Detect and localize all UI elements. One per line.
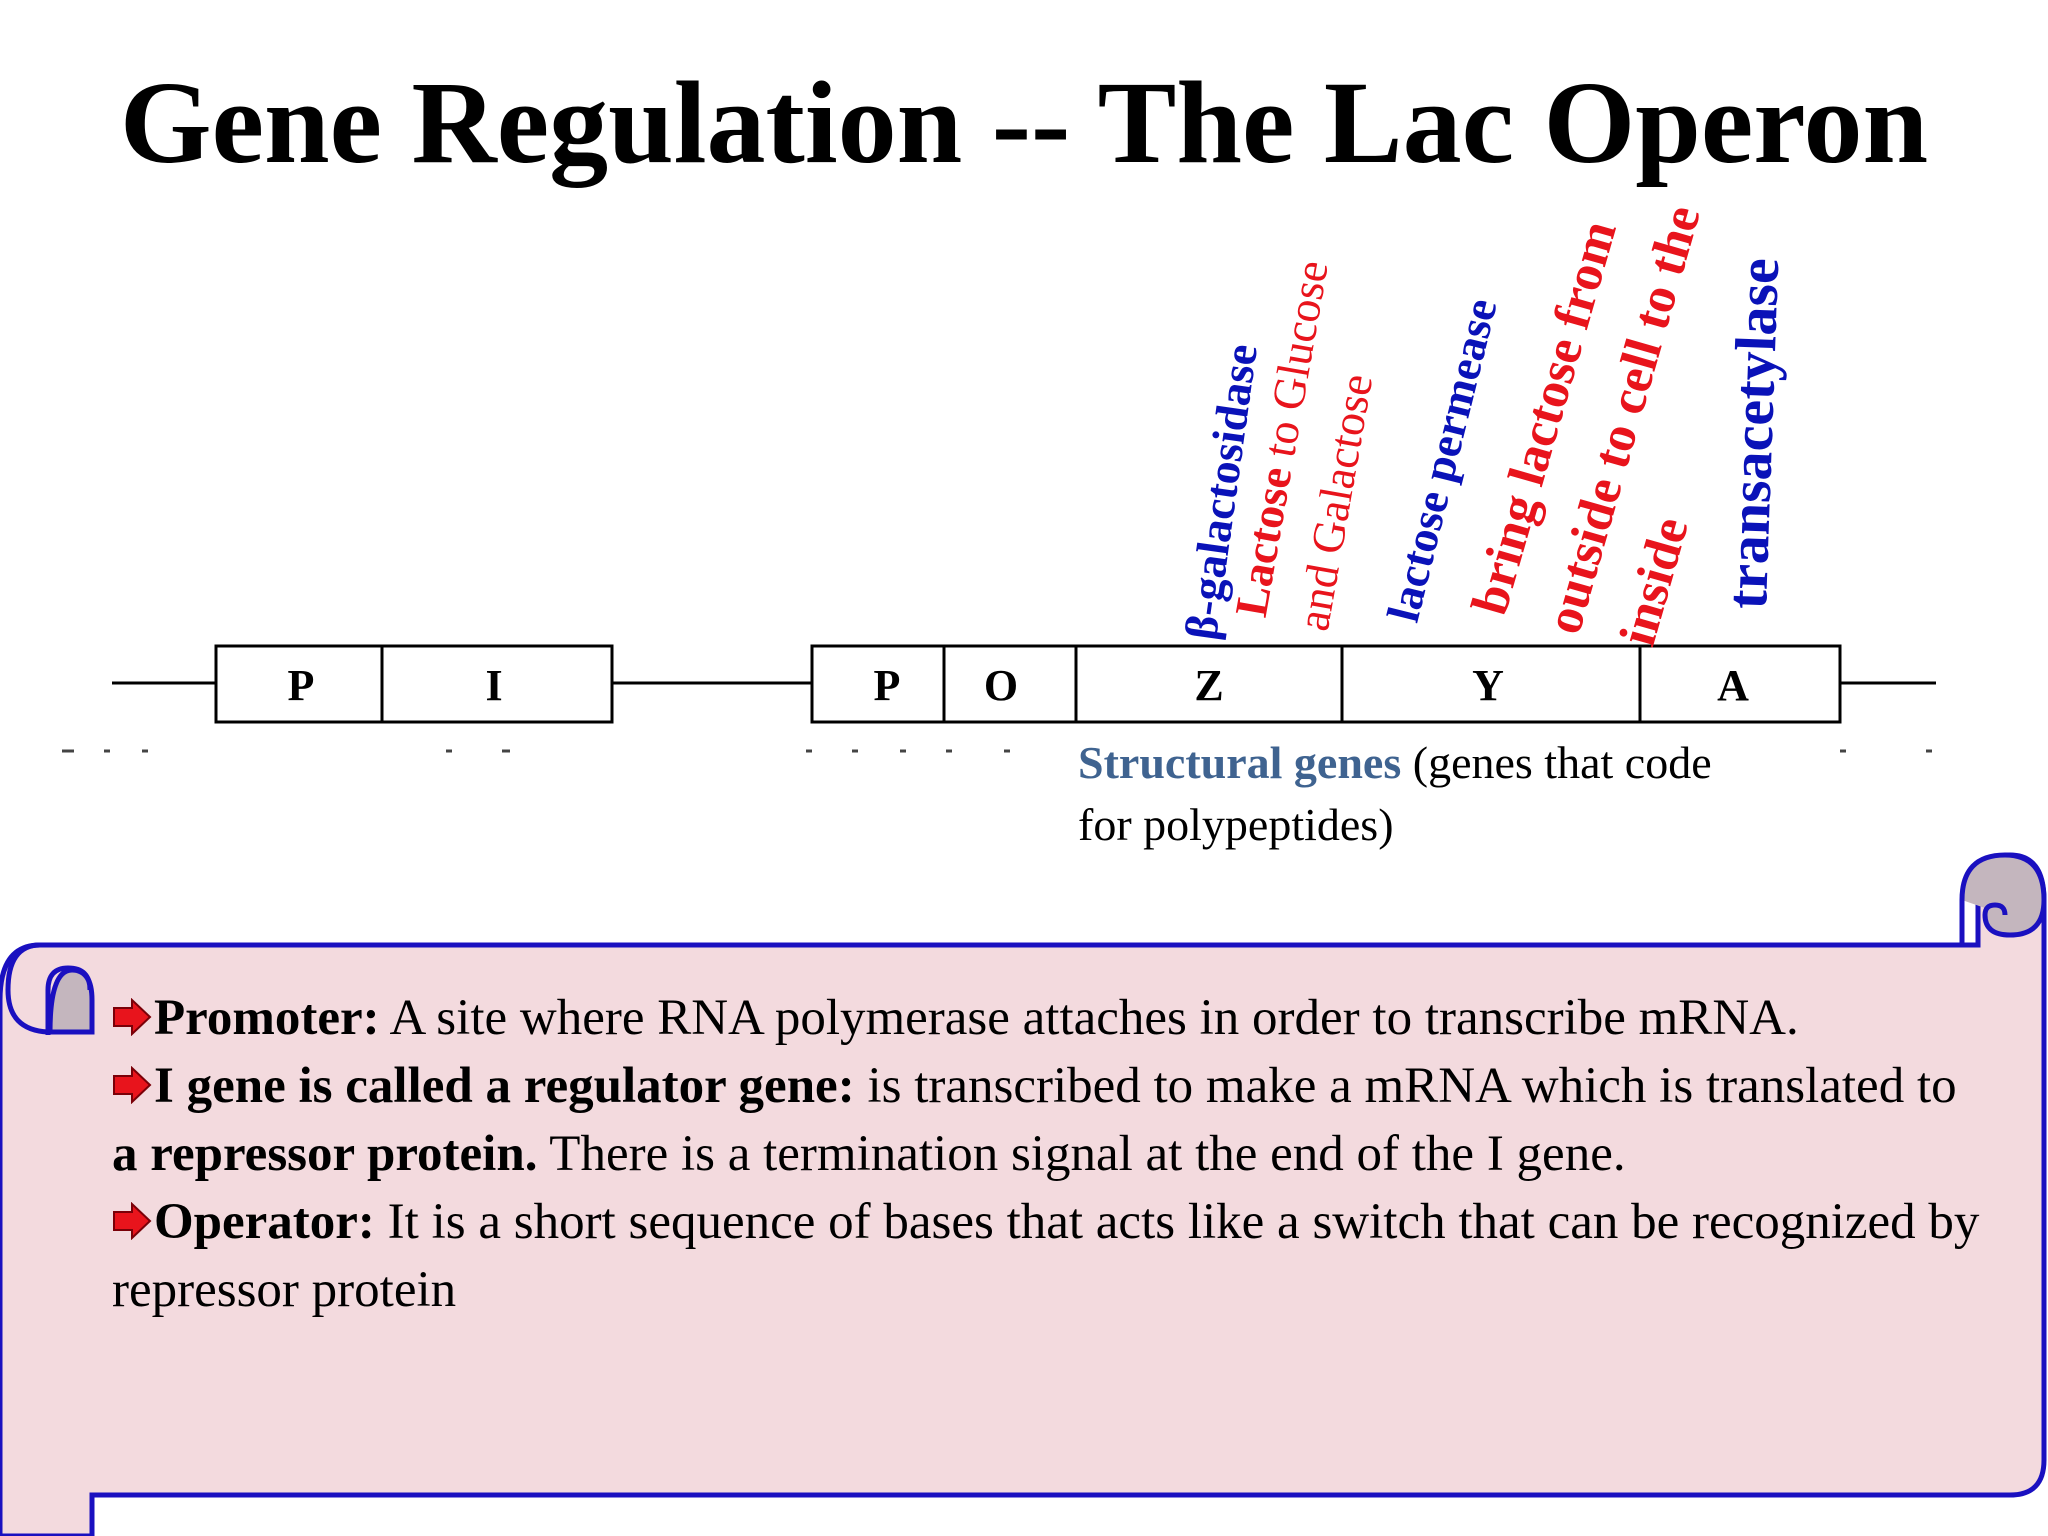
red-arrow-bullet-icon (113, 1066, 152, 1104)
structural-genes-heading: Structural genes (1078, 737, 1402, 788)
scroll-curl-top-right (1959, 852, 2047, 938)
structural-genes-caption: Structural genes (genes that code for po… (1078, 732, 1798, 856)
label-transacetylase: transacetylase (1714, 256, 1792, 611)
regulator-text-1: is transcribed to make a mRNA which is t… (854, 1058, 1957, 1114)
page-title: Gene Regulation -- The Lac Operon (119, 57, 1929, 188)
scroll-banner (0, 852, 2047, 1536)
gene-box-i (380, 644, 614, 724)
structural-genes-desc-2: for polypeptides) (1078, 799, 1394, 850)
structural-genes-desc-1: (genes that code (1401, 737, 1712, 788)
promoter-text: A site where RNA polymerase attaches in … (379, 990, 1799, 1046)
regulator-text-bold: a repressor protein. (112, 1126, 538, 1182)
promoter-term: Promoter: (154, 990, 380, 1046)
gene-label-z: Z (1194, 661, 1223, 710)
red-arrow-bullet-icon (113, 998, 152, 1036)
bullet-regulator-gene: I gene is called a regulator gene: is tr… (112, 1052, 1992, 1188)
red-arrow-bullet-icon (113, 1202, 152, 1240)
operator-text: It is a short sequence of bases that act… (112, 1194, 1980, 1318)
bullet-promoter: Promoter: A site where RNA polymerase at… (112, 984, 1992, 1052)
gene-box-z (1074, 644, 1344, 724)
gene-label-p-left: P (288, 661, 315, 710)
gene-label-a: A (1717, 661, 1749, 710)
gene-label-i: I (485, 661, 502, 710)
gene-label-p: P (874, 661, 901, 710)
regulator-text-3: There is a termination signal at the end… (537, 1126, 1626, 1182)
gene-box-y (1340, 644, 1642, 724)
operator-term: Operator: (154, 1194, 375, 1250)
gene-box-a (1638, 644, 1842, 724)
regulator-term: I gene is called a regulator gene: (154, 1058, 855, 1114)
gene-label-o: O (984, 661, 1018, 710)
bullet-operator: Operator: It is a short sequence of base… (112, 1188, 1992, 1324)
scroll-content: Promoter: A site where RNA polymerase at… (112, 984, 1992, 1324)
gene-label-y: Y (1472, 661, 1504, 710)
